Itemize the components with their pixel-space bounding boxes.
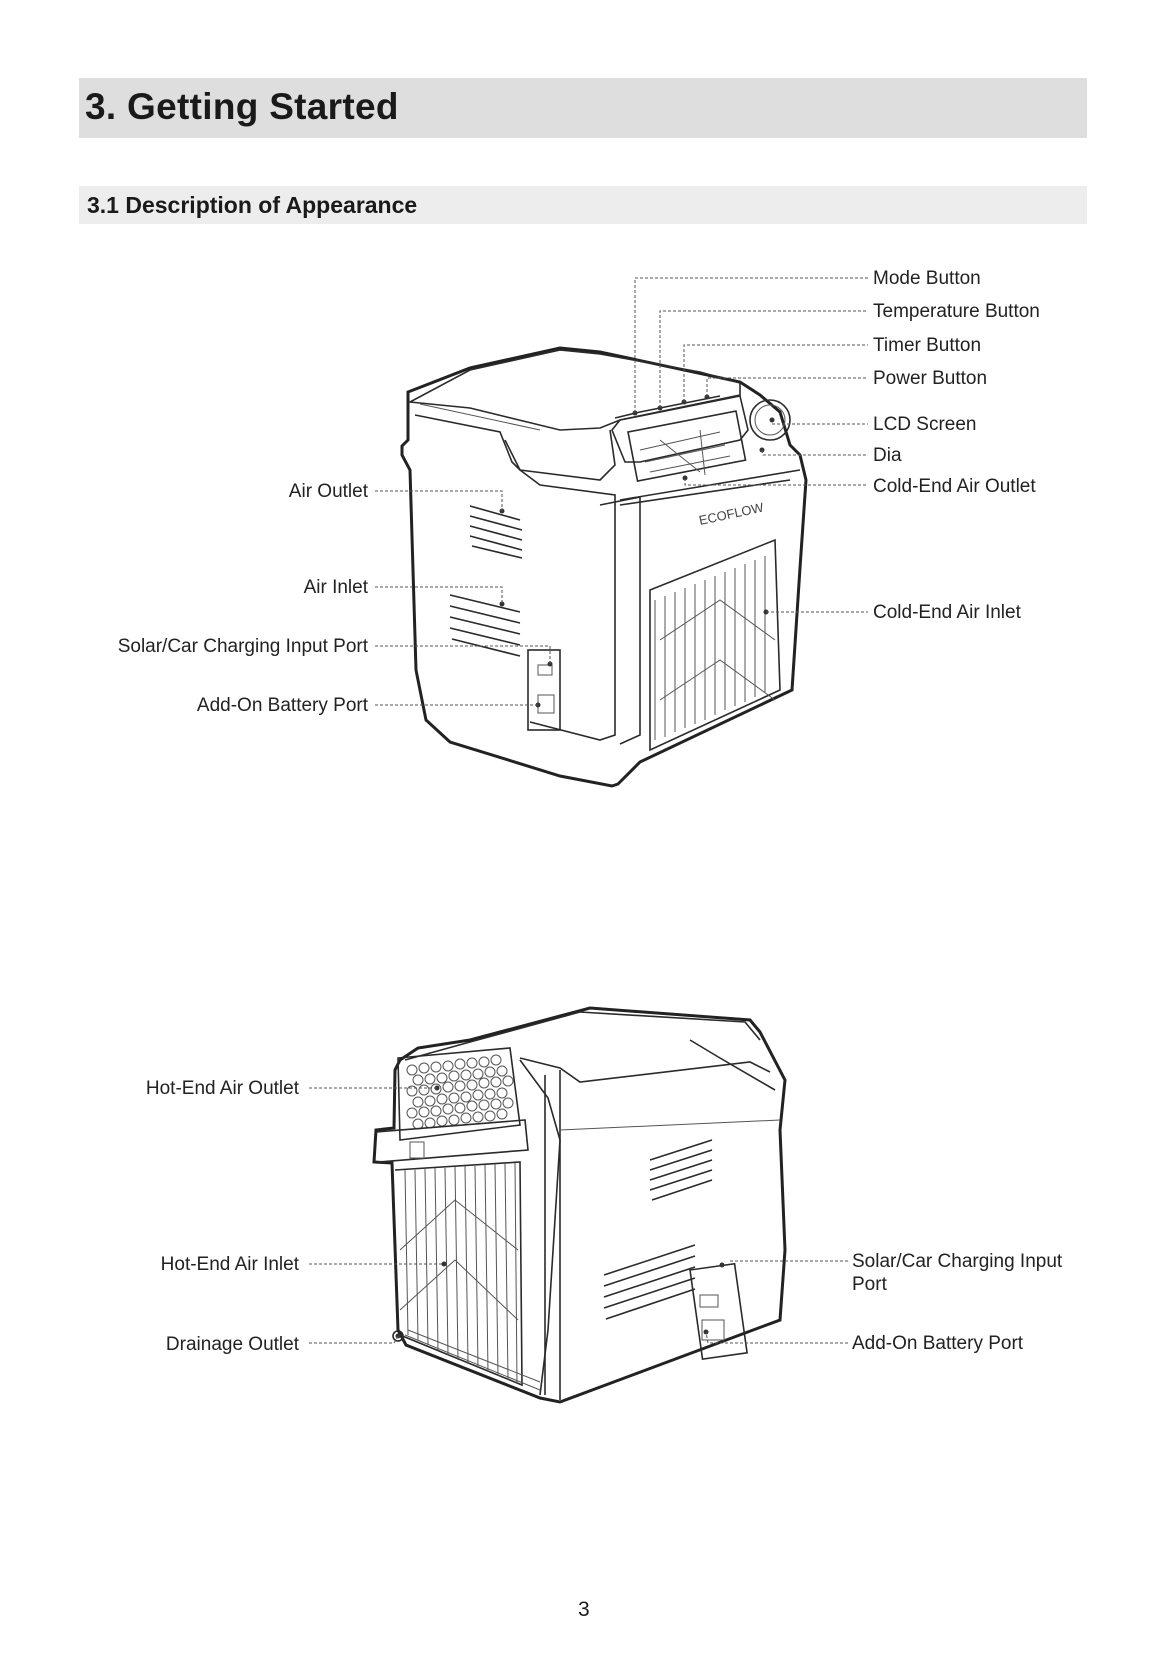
label-rear-solar-car-charging-input-port: Solar/Car Charging Input Port — [852, 1251, 1063, 1295]
label-cold-end-air-inlet: Cold-End Air Inlet — [873, 602, 1021, 623]
label-mode-button: Mode Button — [873, 268, 981, 289]
label-add-on-battery-port: Add-On Battery Port — [196, 695, 368, 716]
rear-view-device — [372, 1006, 787, 1404]
label-power-button: Power Button — [873, 368, 988, 389]
label-solar-car-charging-input-port: Solar/Car Charging Input Port — [117, 636, 368, 657]
label-temperature-button: Temperature Button — [873, 301, 1040, 322]
front-view-device: ECOFLOW — [400, 346, 808, 788]
label-rear-add-on-battery-port: Add-On Battery Port — [852, 1333, 1024, 1354]
front-view-leaders — [375, 277, 868, 706]
label-drainage-outlet: Drainage Outlet — [165, 1334, 299, 1355]
label-hot-end-air-inlet: Hot-End Air Inlet — [160, 1254, 299, 1275]
subsection-header: 3.1 Description of Appearance — [79, 186, 1087, 224]
label-timer-button: Timer Button — [873, 335, 982, 356]
section-header: 3. Getting Started — [79, 78, 1087, 138]
page-number: 3 — [578, 1598, 590, 1621]
label-lcd-screen: LCD Screen — [873, 414, 977, 435]
label-air-inlet: Air Inlet — [303, 577, 368, 598]
label-dial: Dia — [873, 445, 902, 466]
label-cold-end-air-outlet: Cold-End Air Outlet — [873, 476, 1036, 497]
subsection-title: 3.1 Description of Appearance — [87, 192, 418, 218]
brand-logo: ECOFLOW — [698, 499, 766, 527]
section-title: 3. Getting Started — [85, 86, 399, 127]
label-hot-end-air-outlet: Hot-End Air Outlet — [145, 1078, 299, 1099]
rear-view-leaders — [309, 1087, 848, 1344]
label-air-outlet: Air Outlet — [288, 481, 368, 502]
